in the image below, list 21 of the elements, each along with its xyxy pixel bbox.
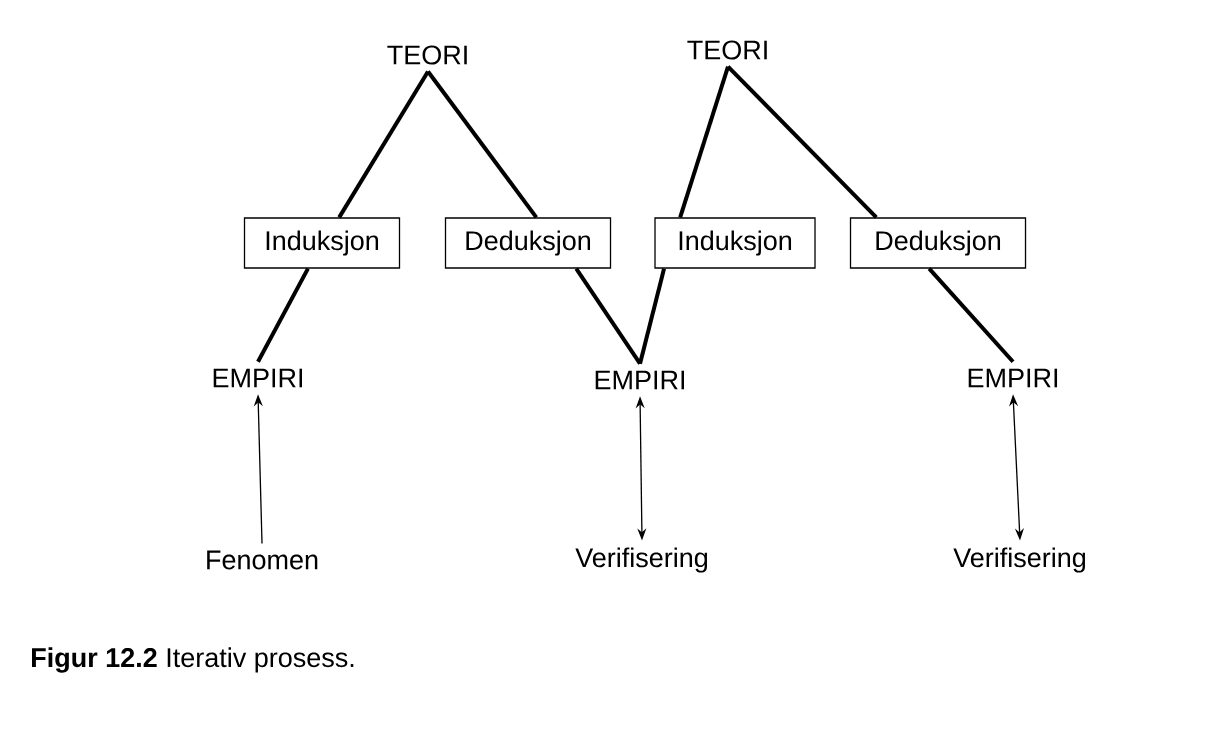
connector-line [256,267,310,363]
connector-line [726,65,878,219]
connector-line [337,70,430,219]
term-label: Verifisering [575,547,708,573]
connector-line [638,268,666,365]
term-label: TEORI [387,45,467,65]
term-label: TEORI [687,40,767,60]
process-box: Deduksjon [849,217,1027,269]
term-label: EMPIRI [213,368,303,388]
term-label: Fenomen [207,550,318,570]
connector-line [574,267,642,365]
connector-line [678,65,730,218]
process-box: Induksjon [243,217,401,269]
connector-line [927,267,1015,364]
term-label: EMPIRI [595,370,685,390]
process-box: Induksjon [654,217,816,269]
connector-line [426,70,538,219]
process-box: Deduksjon [444,217,612,269]
figure-caption: Figur 12.2 Iterativ prosess. [32,647,354,673]
term-label: Verifisering [953,547,1086,573]
term-label: EMPIRI [968,368,1058,388]
